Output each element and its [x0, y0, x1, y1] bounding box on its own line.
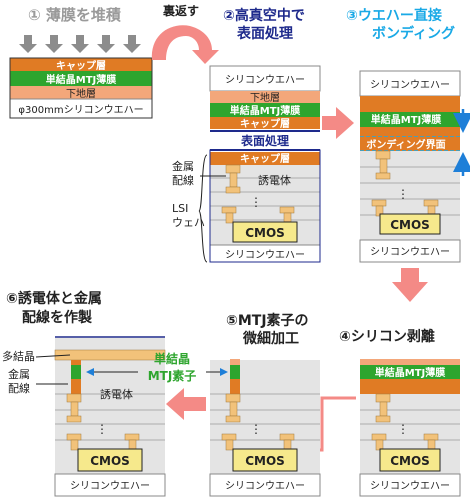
si-wafer-label: シリコンウエハー — [225, 74, 305, 86]
mtj-layer-label: 単結晶MTJ薄膜 — [230, 104, 301, 117]
dots: ⋮ — [250, 195, 262, 209]
si-wafer-label: シリコンウエハー — [370, 480, 450, 492]
metal-label-1: 金属 — [172, 159, 194, 173]
cmos-label: CMOS — [390, 454, 430, 468]
step5-title-line1: ⑤MTJ素子の — [226, 312, 309, 329]
cmos-label: CMOS — [90, 454, 130, 468]
step5-stack: ⋮ CMOS シリコンウエハー — [209, 359, 321, 497]
cap-layer-label: キャップ層 — [240, 152, 290, 165]
si-wafer-label: シリコンウエハー — [370, 79, 450, 91]
under-layer-label: 下地層 — [66, 87, 96, 100]
cmos-label: CMOS — [390, 218, 430, 232]
mtj-layer-label: 単結晶MTJ薄膜 — [371, 113, 442, 126]
lsi-brace — [197, 154, 208, 263]
arrow-4-to-5-line — [316, 396, 356, 452]
step3-title-line1: ③ウエハー直接 — [346, 7, 442, 24]
arrow-3-to-4 — [392, 268, 428, 302]
under-layer-label: 下地層 — [250, 91, 280, 104]
bonding-interface-label: ボンディング界面 — [366, 138, 445, 151]
flip-label: 裏返す — [162, 3, 199, 18]
step5-title-line2: 微細加工 — [242, 330, 299, 347]
si-wafer-label: シリコンウエハー — [70, 480, 150, 492]
mtj-layer-label: 単結晶MTJ薄膜 — [46, 73, 117, 86]
step1-title: ① 薄膜を堆積 — [28, 6, 122, 24]
step2-title-line1: ②高真空中で — [223, 7, 305, 24]
deposition-arrows — [19, 35, 141, 53]
dots: ⋮ — [250, 422, 262, 436]
polycrystal-label: 多結晶 — [2, 349, 35, 363]
dots: ⋮ — [397, 187, 409, 201]
dielectric-label: 誘電体 — [258, 173, 291, 187]
dots: ⋮ — [397, 422, 409, 436]
metal-label-2: 金属 — [8, 367, 30, 381]
wiring-label-2: 配線 — [8, 381, 30, 395]
step6-title-line2: 配線を作製 — [22, 309, 92, 326]
cmos-label: CMOS — [245, 226, 285, 240]
single-crystal-label: 単結晶 — [154, 351, 190, 366]
poly-pointer — [35, 354, 71, 358]
cap-layer-label: キャップ層 — [56, 59, 106, 72]
mtj-layer-label: 単結晶MTJ薄膜 — [375, 366, 446, 379]
step6-stack: 誘電体 ⋮ CMOS シリコンウエハー — [54, 336, 166, 497]
step4-stack: 単結晶MTJ薄膜 ⋮ CMOS シリコンウエハー — [359, 359, 461, 497]
dots: ⋮ — [96, 422, 108, 436]
step1-stack: キャップ層 単結晶MTJ薄膜 下地層 φ300mmシリコンウエハー — [9, 57, 153, 119]
lsi-label: LSI — [172, 202, 188, 215]
step2-lsi-wafer: キャップ層 誘電体 ⋮ CMOS シリコンウエハー — [209, 149, 321, 263]
step6-title-line1: ⑥誘電体と金属 — [6, 290, 102, 307]
mtj-element-label: MTJ素子 — [148, 368, 197, 383]
step4-title: ④シリコン剥離 — [339, 328, 435, 345]
wafer300-label: φ300mmシリコンウエハー — [18, 104, 143, 116]
step2-upper-stack: シリコンウエハー 下地層 単結晶MTJ薄膜 キャップ層 — [209, 65, 321, 132]
si-wafer-label: シリコンウエハー — [370, 246, 450, 258]
arrow-2-to-3 — [322, 107, 354, 139]
lsi-wafer-label: ウェハ — [172, 216, 205, 229]
si-wafer-label: シリコンウエハー — [225, 480, 305, 492]
flip-arrow — [151, 25, 219, 64]
step3-title-line2: ボンディング — [372, 25, 455, 42]
dielectric-label: 誘電体 — [100, 387, 133, 401]
wiring-label-1: 配線 — [172, 173, 194, 187]
step2-title-line2: 表面処理 — [236, 25, 293, 42]
si-wafer-label: シリコンウエハー — [225, 249, 305, 261]
arrow-5-to-6 — [166, 388, 206, 420]
cmos-label: CMOS — [245, 454, 285, 468]
surface-treatment-label: 表面処理 — [240, 133, 289, 148]
cap-layer-label: キャップ層 — [240, 117, 290, 130]
step3-stack: シリコンウエハー 単結晶MTJ薄膜 ボンディング界面 ⋮ CMOS シリコンウエ… — [359, 70, 461, 263]
